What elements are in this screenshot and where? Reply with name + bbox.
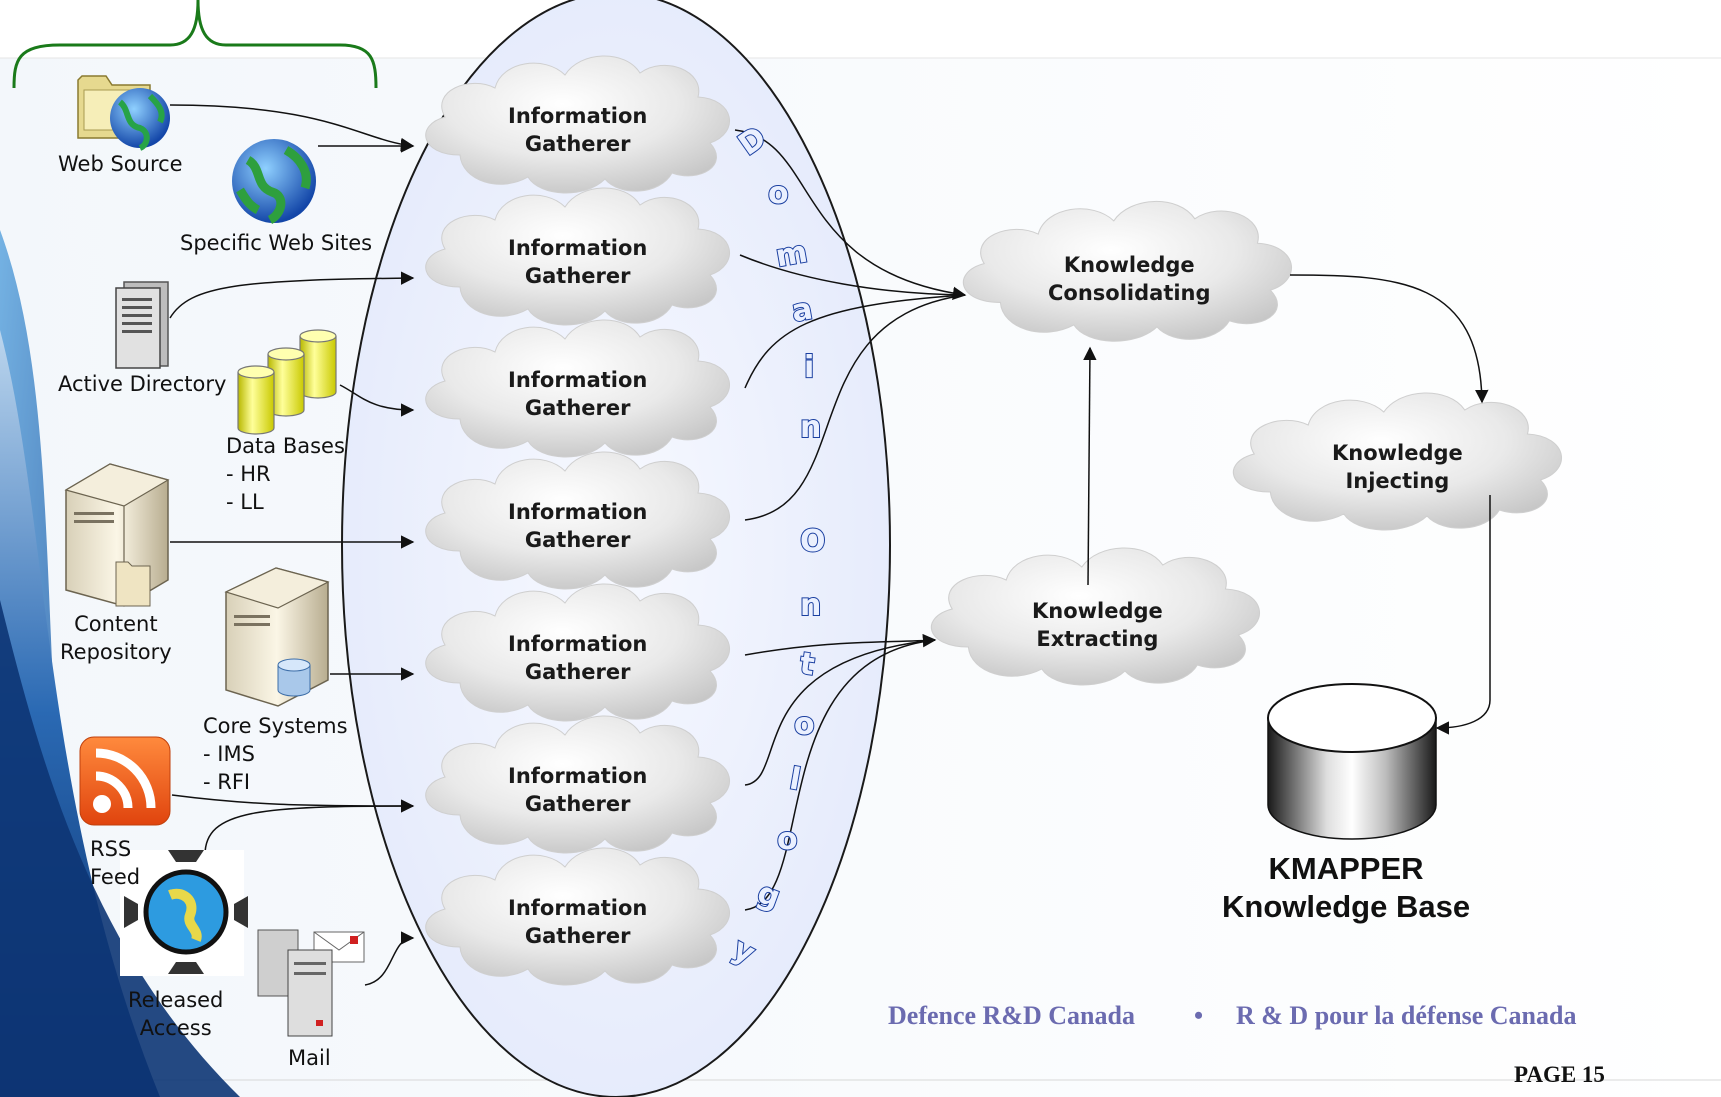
specific-web-sites-label: Specific Web Sites (180, 231, 373, 255)
web-source-label: Web Source (58, 152, 183, 176)
knowledge-base-title: KMAPPER Knowledge Base (1222, 851, 1471, 924)
information-gatherer-1: Information Gatherer (508, 104, 648, 156)
ontology-letter-o2: O (799, 523, 826, 560)
information-gatherer-5: Information Gatherer (508, 632, 648, 684)
ontology-letter-n1: n (799, 409, 822, 446)
footer-right: R & D pour la défense Canada (1236, 1001, 1577, 1030)
content-repository-label: Content Repository (60, 612, 172, 664)
ontology-letter-o1: o (767, 175, 790, 212)
data-bases-label: Data Bases - HR - LL (226, 434, 345, 514)
ontology-letter-o3: o (793, 706, 816, 743)
data-bases-icon-shape (237, 329, 337, 435)
mail-icon-shape (257, 929, 365, 1037)
released-access-label: Released Access (128, 988, 224, 1040)
page-number: PAGE 15 (1514, 1062, 1605, 1087)
information-gatherer-3: Information Gatherer (508, 368, 648, 420)
ontology-letter-n2: n (799, 587, 822, 624)
released-access-icon-shape (120, 850, 248, 976)
rss-feed-icon-shape (79, 736, 171, 826)
ontology-letter-m: m (772, 234, 811, 276)
mail-label: Mail (288, 1046, 331, 1070)
information-gatherer-2: Information Gatherer (508, 236, 648, 288)
active-directory-label: Active Directory (58, 372, 227, 396)
footer-bullet: • (1194, 1001, 1204, 1030)
active-directory-icon-shape (115, 281, 169, 369)
web-source-icon-shape (77, 75, 170, 151)
rss-feed-label: RSS Feed (90, 837, 141, 889)
footer-left: Defence R&D Canada (888, 1001, 1135, 1030)
knowledge-base-cylinder (1267, 683, 1437, 840)
information-gatherer-4: Information Gatherer (508, 500, 648, 552)
ontology-letter-i: i (803, 349, 815, 386)
information-gatherer-6: Information Gatherer (508, 764, 648, 816)
core-systems-icon-shape (224, 567, 330, 707)
core-systems-label: Core Systems - IMS - RFI (203, 714, 348, 794)
specific-web-sites-icon-shape (232, 139, 316, 225)
ontology-letter-o4: o (776, 821, 799, 858)
content-repository-icon-shape (64, 463, 170, 607)
information-gatherer-7: Information Gatherer (508, 896, 648, 948)
knowledge-extracting-label: Knowledge Extracting (1032, 599, 1163, 651)
knowledge-consolidating-label: Knowledge Consolidating (1048, 253, 1211, 305)
knowledge-injecting-label: Knowledge Injecting (1332, 441, 1463, 493)
